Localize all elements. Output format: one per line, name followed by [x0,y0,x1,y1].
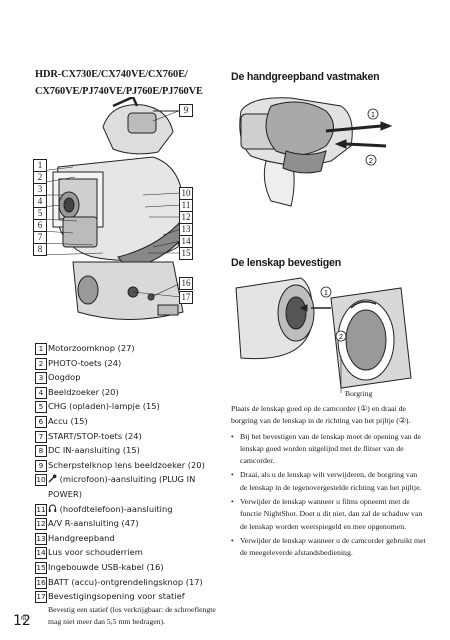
part-label: Accu (15) [48,415,88,426]
step-1-label: 1 [371,112,375,119]
headphones-icon [48,504,57,512]
part-number: 6 [35,415,47,428]
lens-hood-figure: 1 2 [231,268,416,403]
callout-15: 15 [179,247,193,260]
part-label: Beeldzoeker (20) [48,386,119,397]
part-number: 7 [35,430,47,443]
borgring-label: Borgring [345,389,373,398]
list-item: 10 (microfoon)-aansluiting (PLUG IN POWE… [35,472,225,501]
lens-hood-illustration: 1 2 [235,277,412,393]
part-label: BATT (accu)-ontgrendelingsknop (17) [48,576,203,587]
part-number: 8 [35,445,47,458]
part-number: 9 [35,459,47,472]
grip-strap-illustration: 1 2 [239,97,393,207]
part-label: Motorzoomknop (27) [48,343,135,353]
callout-9: 9 [179,104,193,117]
bullet-item: Bij het bevestigen van de lenskap moet d… [231,431,426,468]
callout-17: 17 [179,291,193,304]
hood-section-title: De lenskap bevestigen [231,257,342,269]
part-number: 12 [35,518,47,531]
page-number: 12 [13,613,31,629]
part-label: CHG (opladen)-lampje (15) [48,401,160,412]
bullet-item: Verwijder de lenskap wanneer u films opn… [231,496,426,533]
hood-step-2-mark [335,330,347,342]
hood-step-2-label: 2 [339,334,343,341]
part-label: Oogdop [48,372,81,383]
part-number: 2 [35,357,47,370]
part-label: Bevestigingsopening voor statief [48,591,185,602]
callout-16: 16 [179,277,193,290]
hood-instructions: Plaats de lenskap goed op de camcorder (… [231,403,426,562]
part-label: A/V R-aansluiting (47) [48,518,139,529]
part-number: 14 [35,547,47,560]
hood-step-1-mark [320,286,332,298]
part-label: PHOTO-toets (24) [48,357,122,368]
part-label: Lus voor schouderriem [48,547,143,558]
part-note: Bevestig een statief (los verkrijgbaar: … [48,604,216,626]
callout-8: 8 [33,243,47,256]
part-label: Ingebouwde USB-kabel (16) [48,561,164,572]
part-label: (microfoon)-aansluiting (PLUG IN POWER) [48,474,196,499]
callout-1: 1 [33,159,47,172]
step-2-mark [365,154,377,166]
bullet-item: Verwijder de lenskap wanneer u de camcor… [231,535,426,560]
part-number: 10 [35,474,47,487]
hood-step-1-label: 1 [324,290,328,297]
language-code: NL [21,616,28,622]
callout-5: 5 [33,207,47,220]
step-2-label: 2 [369,158,373,165]
part-number: 17 [35,591,47,604]
part-number: 16 [35,576,47,589]
part-label: Scherpstelknop lens beeldzoeker (20) [48,459,205,470]
part-label: Handgreepband [48,532,115,543]
part-label: (hoofdtelefoon)-aansluiting [59,503,173,514]
part-number: 1 [35,343,47,355]
bullet-item: Draai, als u de lenskap wilt verwijderen… [231,469,426,494]
part-number: 13 [35,532,47,545]
grip-section-title: De handgreepband vastmaken [231,71,380,83]
part-number: 5 [35,401,47,414]
part-number: 11 [35,503,47,516]
model-list: HDR-CX730E/CX740VE/CX760E/ CX760VE/PJ740… [35,69,203,97]
part-number: 3 [35,372,47,385]
part-number: 4 [35,386,47,399]
list-item: 11 (hoofdtelefoon)-aansluiting [35,502,225,517]
grip-strap-figure: 1 2 [231,86,396,211]
part-label: DC IN-aansluiting (15) [48,445,140,456]
hood-intro: Plaats de lenskap goed op de camcorder (… [231,404,411,426]
part-number: 15 [35,561,47,574]
camcorder-parts-figure: 1 2 3 4 5 6 7 8 9 10 11 12 13 14 15 16 1… [33,95,193,332]
microphone-icon [48,474,57,483]
hood-bullets: Bij het bevestigen van de lenskap moet d… [231,431,426,560]
step-1-mark [367,108,379,120]
part-label: START/STOP-toets (24) [48,430,142,441]
camcorder-illustration [40,95,189,320]
